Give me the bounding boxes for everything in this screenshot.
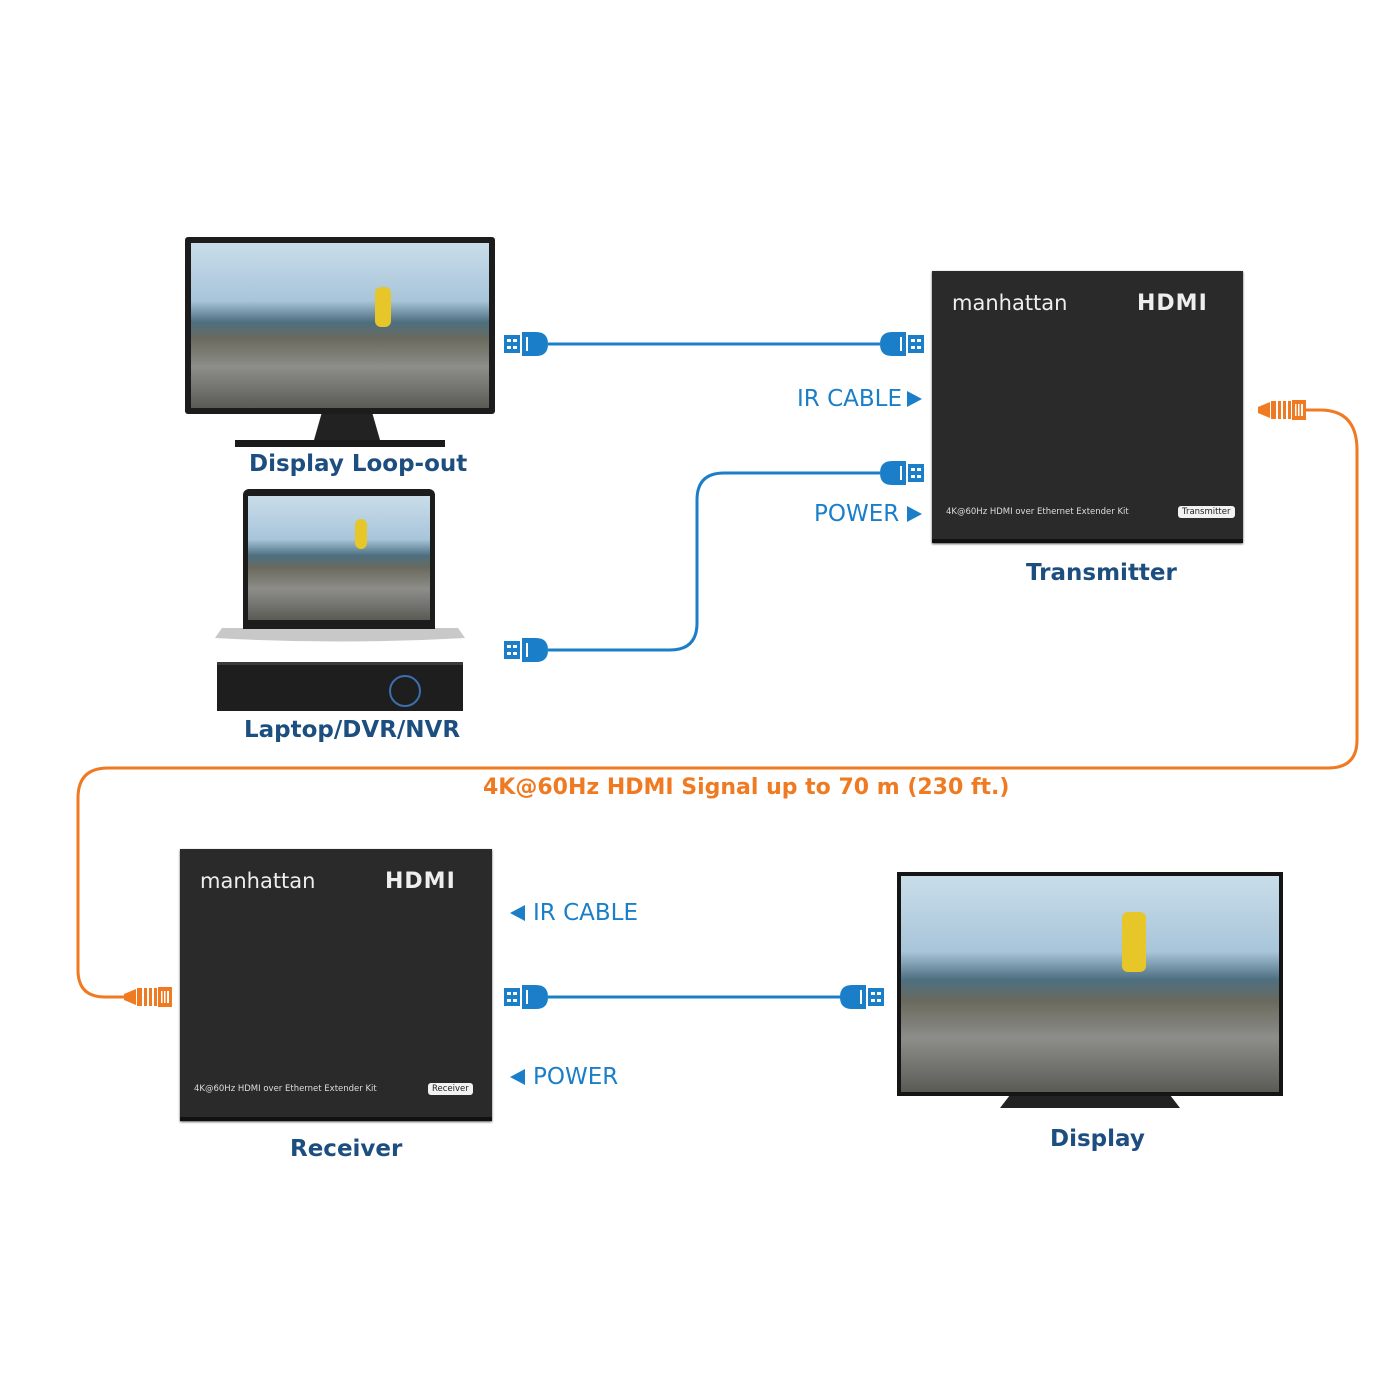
monitor-screen	[191, 243, 489, 408]
hdmi-connector-icon	[504, 985, 548, 1009]
rx-ir-cable-label: IR CABLE	[533, 900, 638, 926]
monitor	[185, 237, 495, 414]
label-transmitter: Transmitter	[1026, 560, 1177, 586]
manhattan-logo: manhattan	[952, 291, 1068, 315]
label-display-loop-out: Display Loop-out	[249, 451, 468, 477]
receiver-tag: Receiver	[428, 1083, 473, 1095]
manhattan-logo: manhattan	[200, 869, 316, 893]
transmitter-tag: Transmitter	[1178, 506, 1235, 518]
label-display: Display	[1050, 1126, 1145, 1152]
tx-ir-cable-label: IR CABLE	[797, 386, 902, 412]
tv	[897, 872, 1283, 1096]
hdmi-connector-icon	[504, 332, 548, 356]
product-name: 4K@60Hz HDMI over Ethernet Extender Kit	[194, 1084, 377, 1094]
tv-screen	[901, 876, 1279, 1092]
hdmi-connector-icon	[504, 638, 548, 662]
ethernet-cable	[76, 408, 1359, 999]
hdmi-logo: HDMI	[1137, 291, 1208, 316]
laptop	[243, 489, 435, 629]
dvr	[217, 662, 463, 711]
cyclist-image	[1122, 912, 1146, 972]
product-name: 4K@60Hz HDMI over Ethernet Extender Kit	[946, 507, 1129, 517]
arrow-right-icon	[907, 506, 922, 522]
rx-power-label: POWER	[533, 1064, 619, 1090]
receiver-device: manhattan HDMI 4K@60Hz HDMI over Etherne…	[180, 849, 492, 1121]
label-laptop-dvr-nvr: Laptop/DVR/NVR	[244, 717, 461, 743]
arrow-right-icon	[907, 391, 922, 407]
arrow-left-icon	[510, 905, 525, 921]
laptop-base	[215, 628, 465, 642]
label-receiver: Receiver	[290, 1136, 403, 1162]
hdmi-connector-icon	[840, 985, 884, 1009]
rj45-connector-icon	[1258, 400, 1306, 420]
hdmi-logo: HDMI	[385, 869, 456, 894]
signal-label: 4K@60Hz HDMI Signal up to 70 m (230 ft.)	[483, 775, 1010, 800]
monitor-stand	[314, 412, 380, 440]
transmitter-device: manhattan HDMI 4K@60Hz HDMI over Etherne…	[932, 271, 1243, 543]
tv-stand	[1000, 1095, 1180, 1108]
tx-power-label: POWER	[814, 501, 900, 527]
rj45-connector-icon	[124, 987, 172, 1007]
arrow-left-icon	[510, 1069, 525, 1085]
hdmi-connector-icon	[880, 461, 924, 485]
laptop-screen	[248, 496, 430, 620]
cyclist-image	[355, 519, 367, 549]
hdmi-cable-source	[548, 471, 880, 652]
cyclist-image	[375, 287, 391, 327]
dvr-dial	[389, 675, 421, 707]
hdmi-connector-icon	[880, 332, 924, 356]
